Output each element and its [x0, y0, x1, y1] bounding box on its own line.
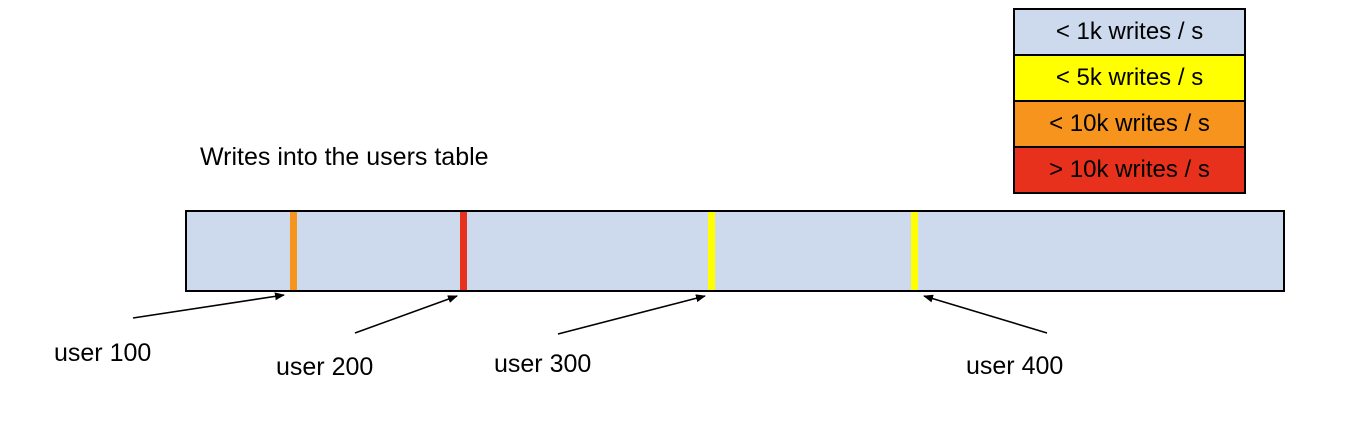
legend-item-4-label: > 10k writes / s [1049, 156, 1210, 183]
write-hotspot-user-400 [910, 212, 918, 290]
legend-item-2-label: < 5k writes / s [1055, 64, 1204, 91]
legend-item-1-label: < 1k writes / s [1055, 18, 1204, 45]
write-hotspot-user-300 [707, 212, 715, 290]
diagram-title: Writes into the users table [200, 143, 489, 171]
legend-item-3: < 10k writes / s [1013, 100, 1246, 148]
legend-item-4: > 10k writes / s [1013, 146, 1246, 194]
label-user-400: user 400 [966, 352, 1064, 380]
write-hotspot-user-100 [289, 212, 297, 290]
legend: < 1k writes / s < 5k writes / s < 10k wr… [1013, 8, 1246, 194]
label-user-300: user 300 [494, 350, 592, 378]
label-user-200: user 200 [276, 353, 374, 381]
write-hotspot-user-200 [459, 212, 467, 290]
legend-item-3-label: < 10k writes / s [1049, 110, 1210, 137]
arrow-user-100 [132, 292, 285, 319]
label-user-100: user 100 [54, 339, 152, 367]
arrow-user-200 [354, 295, 458, 334]
arrow-user-400 [923, 294, 1048, 334]
users-table-bar [185, 210, 1285, 292]
legend-item-2: < 5k writes / s [1013, 54, 1246, 102]
legend-item-1: < 1k writes / s [1013, 8, 1246, 56]
arrow-user-300 [557, 294, 706, 335]
